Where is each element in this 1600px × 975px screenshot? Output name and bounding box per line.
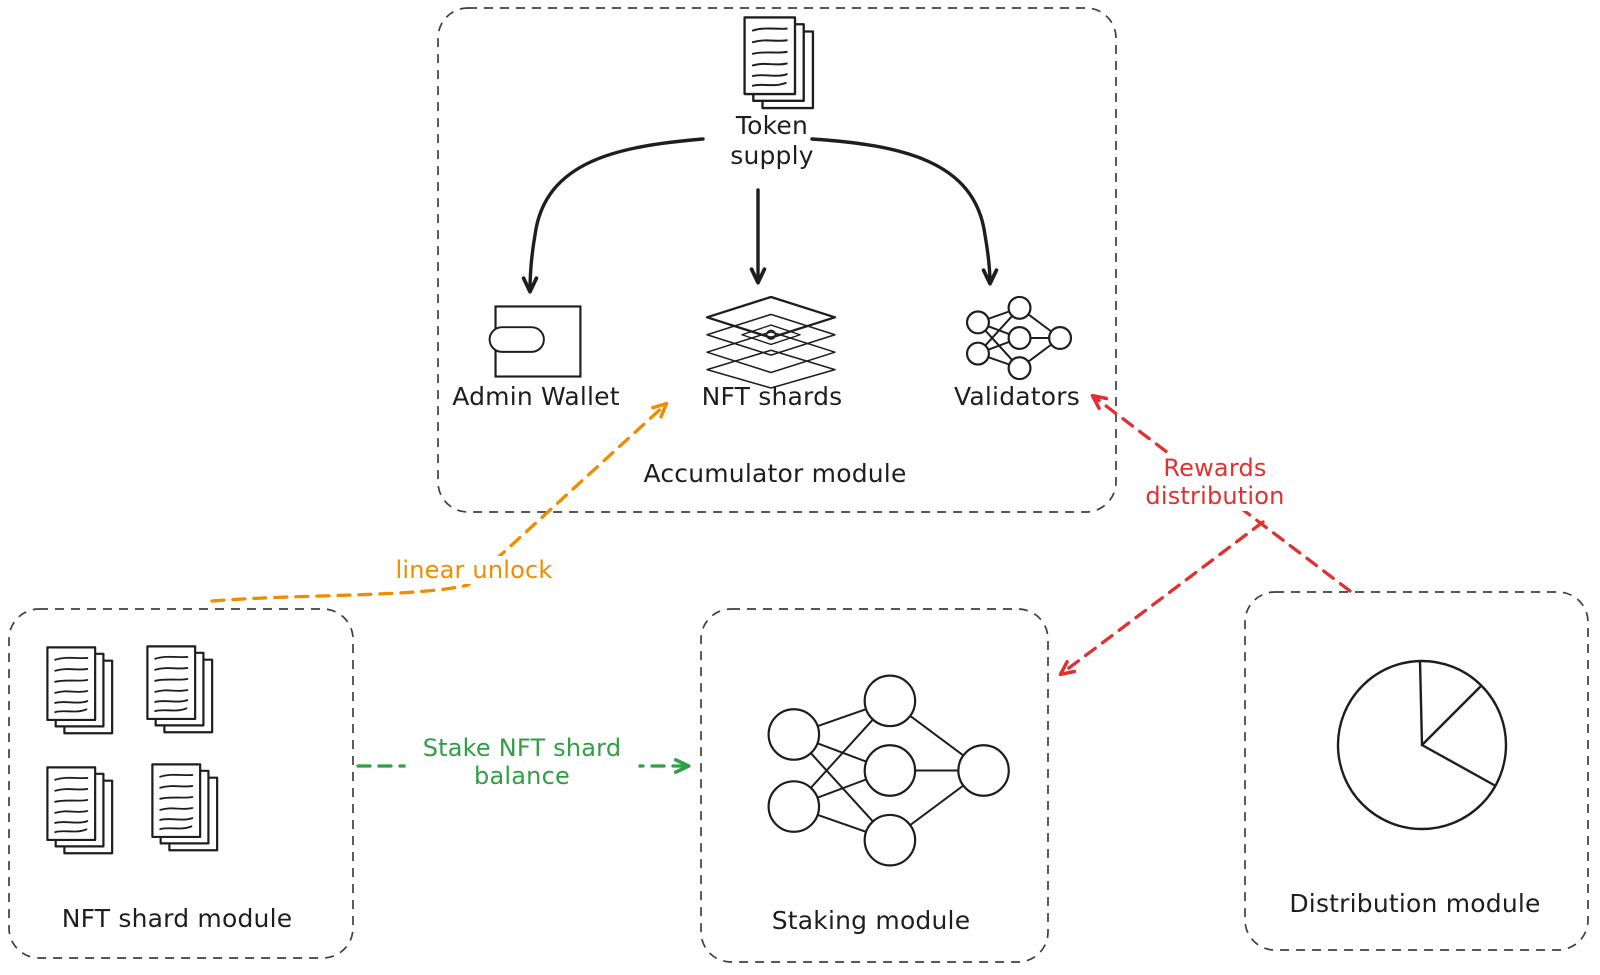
- nft-shard-module-box: [8, 608, 354, 959]
- accumulator-module-box: [437, 7, 1117, 513]
- staking-module-box: [700, 608, 1049, 963]
- document-stack-icon: [151, 763, 219, 853]
- distribution-module-box: [1244, 591, 1589, 951]
- nft-shard-module-label: NFT shard module: [61, 904, 293, 933]
- admin-wallet-label: Admin Wallet: [452, 382, 620, 411]
- linear-unlock-arrow-label: linear unlock: [391, 556, 557, 585]
- staking-module-label: Staking module: [771, 906, 971, 935]
- accumulator-module-label: Accumulator module: [643, 459, 907, 488]
- neural-network-icon: [741, 648, 1034, 893]
- stake-balance-arrow-label: Stake NFT shard balance: [405, 734, 639, 791]
- distribution-module-label: Distribution module: [1289, 889, 1541, 918]
- rewards-to-staking-arrow: [1058, 520, 1265, 677]
- token-to-validators-arrow: [810, 137, 999, 286]
- nft-shards-label: NFT shards: [701, 382, 843, 411]
- token-supply-label: Token supply: [730, 111, 814, 170]
- linear-unlock-arrow: [210, 401, 669, 603]
- wallet-icon: [488, 304, 583, 379]
- rewards-distribution-arrow-label: Rewards distribution: [1136, 454, 1294, 511]
- document-stack-icon: [146, 645, 214, 735]
- document-stack-icon: [46, 646, 114, 736]
- pie-chart-icon: [1334, 657, 1510, 833]
- token-to-admin-wallet-arrow: [521, 137, 705, 294]
- layers-icon: [703, 296, 839, 389]
- document-stack-icon: [46, 766, 114, 856]
- neural-network-icon: [955, 285, 1082, 391]
- rewards-to-validators-arrow: [1090, 393, 1352, 593]
- validators-label: Validators: [954, 382, 1080, 411]
- document-stack-icon: [743, 16, 815, 111]
